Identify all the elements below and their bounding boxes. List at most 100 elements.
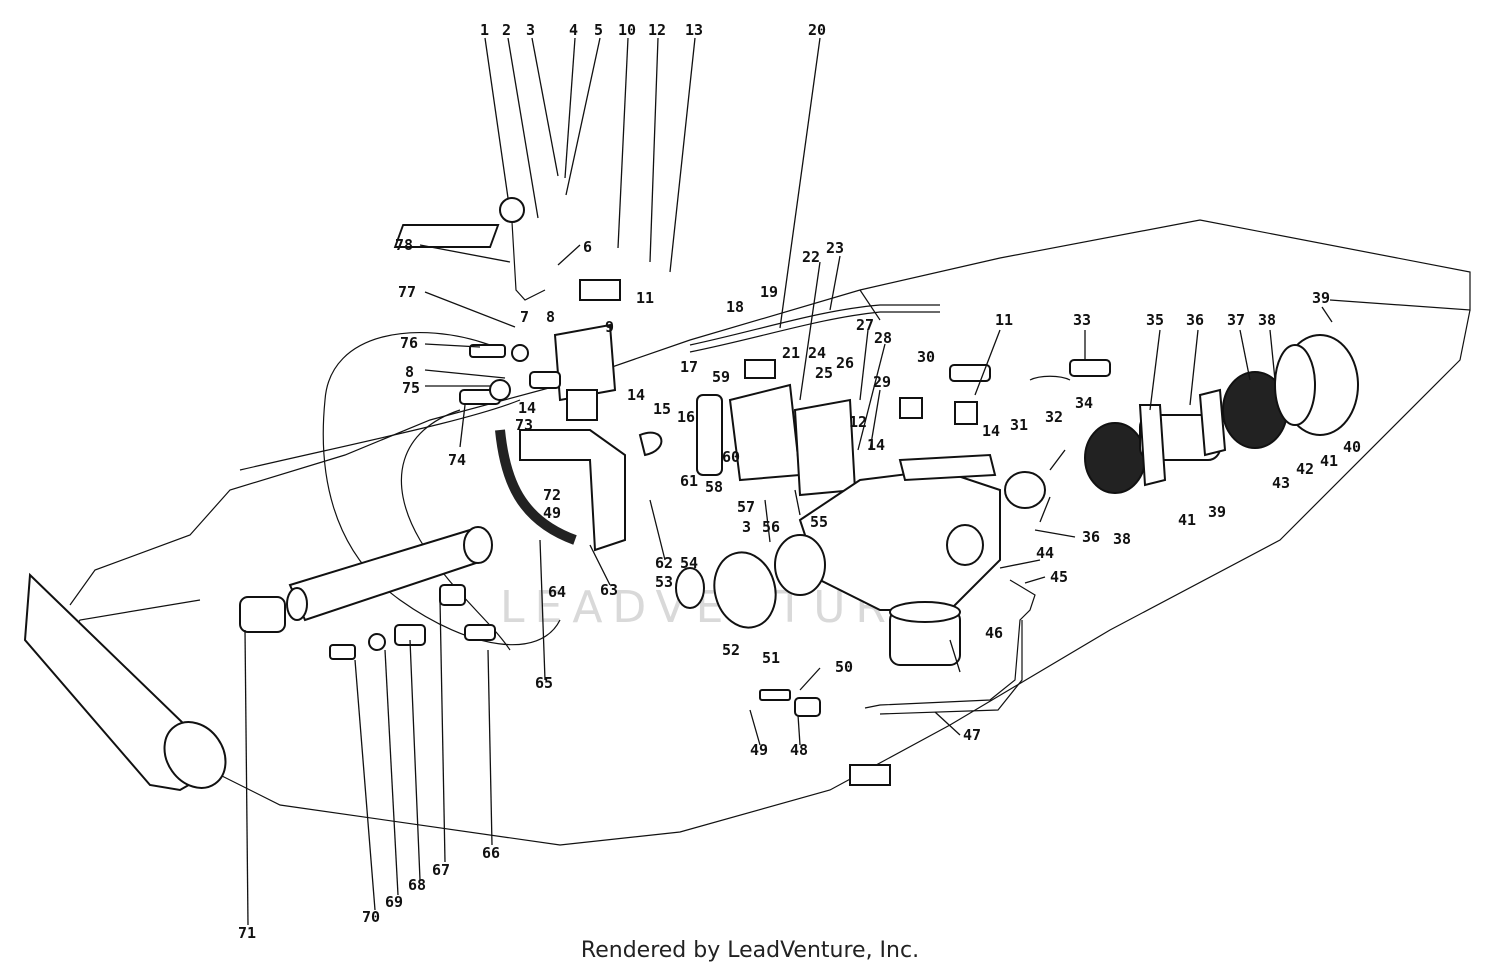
hydraulic-cylinder [288, 528, 487, 622]
bearing-plate [1198, 388, 1227, 457]
callout: 61 [680, 472, 698, 490]
callout: 40 [1343, 438, 1361, 456]
pump-charge-port [946, 524, 984, 566]
callout: 70 [362, 908, 380, 926]
coupler-gear [675, 567, 705, 609]
rendered-by-footer: Rendered by LeadVenture, Inc. [580, 938, 920, 963]
callout: 2 [502, 21, 511, 39]
cylinder-end [463, 526, 493, 564]
callout: 42 [1296, 460, 1314, 478]
elbow-fitting [899, 397, 923, 419]
pump-bracket [728, 383, 802, 482]
callout: 76 [400, 334, 418, 352]
callout: 8 [546, 308, 555, 326]
washer [638, 431, 663, 457]
callout: 14 [627, 386, 645, 404]
gasket [713, 551, 777, 629]
roller-end [163, 721, 227, 789]
lever-knob [499, 197, 525, 223]
callout: 14 [518, 399, 536, 417]
callout: 73 [515, 416, 533, 434]
callout: 65 [535, 674, 553, 692]
callout: 32 [1045, 408, 1063, 426]
valve-spool [566, 389, 598, 421]
callout: 12 [849, 413, 867, 431]
callout: 71 [238, 924, 256, 942]
callout: 54 [680, 554, 698, 572]
callout: 39 [1208, 503, 1226, 521]
callout: 46 [985, 624, 1003, 642]
callout: 8 [405, 363, 414, 381]
callout: 4 [569, 21, 578, 39]
callout: 16 [677, 408, 695, 426]
callout: 35 [1146, 311, 1164, 329]
coupling-hub [1004, 471, 1046, 509]
callout: 66 [482, 844, 500, 862]
lever-plate [393, 224, 500, 248]
callout: 41 [1320, 452, 1338, 470]
callout: 53 [655, 573, 673, 591]
hose-fitting [949, 364, 991, 382]
callout: 6 [583, 238, 592, 256]
callout: 11 [995, 311, 1013, 329]
callout: 1 [480, 21, 489, 39]
callout: 12 [648, 21, 666, 39]
callout: 3 [742, 518, 751, 536]
callout: 18 [726, 298, 744, 316]
callout: 30 [917, 348, 935, 366]
pump-top-plate [898, 453, 997, 482]
callout: 49 [750, 741, 768, 759]
callout: 75 [402, 379, 420, 397]
callout: 28 [874, 329, 892, 347]
callout: 14 [982, 422, 1000, 440]
callout: 20 [808, 21, 826, 39]
callout: 69 [385, 893, 403, 911]
valve-linkage [579, 279, 621, 301]
hoses [322, 304, 1071, 715]
callout: 25 [815, 364, 833, 382]
callout: 24 [808, 344, 826, 362]
callout: 17 [680, 358, 698, 376]
callout: 31 [1010, 416, 1028, 434]
bracket-block [744, 359, 776, 379]
callout: 67 [432, 861, 450, 879]
callout: 34 [1075, 394, 1093, 412]
callout: 56 [762, 518, 780, 536]
callout: 63 [600, 581, 618, 599]
callout: 52 [722, 641, 740, 659]
callout: 7 [520, 308, 529, 326]
callout: 41 [1178, 511, 1196, 529]
callout: 74 [448, 451, 466, 469]
callout: 27 [856, 316, 874, 334]
callout: 57 [737, 498, 755, 516]
callout: 47 [963, 726, 981, 744]
callout: 33 [1073, 311, 1091, 329]
hydrostatic-pump [798, 468, 1001, 611]
tee-fitting [794, 697, 821, 717]
cylinder-clevis [239, 596, 286, 633]
callout: 36 [1082, 528, 1100, 546]
callout: 68 [408, 876, 426, 894]
control-valve [553, 323, 617, 402]
callout: 14 [867, 436, 885, 454]
callout: 38 [1258, 311, 1276, 329]
link-plate [696, 394, 723, 476]
callout: 78 [395, 236, 413, 254]
callout: 59 [712, 368, 730, 386]
valve-bracket [519, 429, 626, 552]
callout: 38 [1113, 530, 1131, 548]
callout: 72 [543, 486, 561, 504]
cylinder-rod-end [286, 587, 308, 621]
callout: 9 [605, 318, 614, 336]
callout: 29 [873, 373, 891, 391]
shaft-flange [1138, 404, 1167, 487]
callout: 15 [653, 400, 671, 418]
callout: 22 [802, 248, 820, 266]
callout: 48 [790, 741, 808, 759]
callout: 64 [548, 583, 566, 601]
callout: 50 [835, 658, 853, 676]
leader-lines [244, 37, 1333, 926]
callout: 49 [543, 504, 561, 522]
drive-disc [1084, 422, 1146, 494]
